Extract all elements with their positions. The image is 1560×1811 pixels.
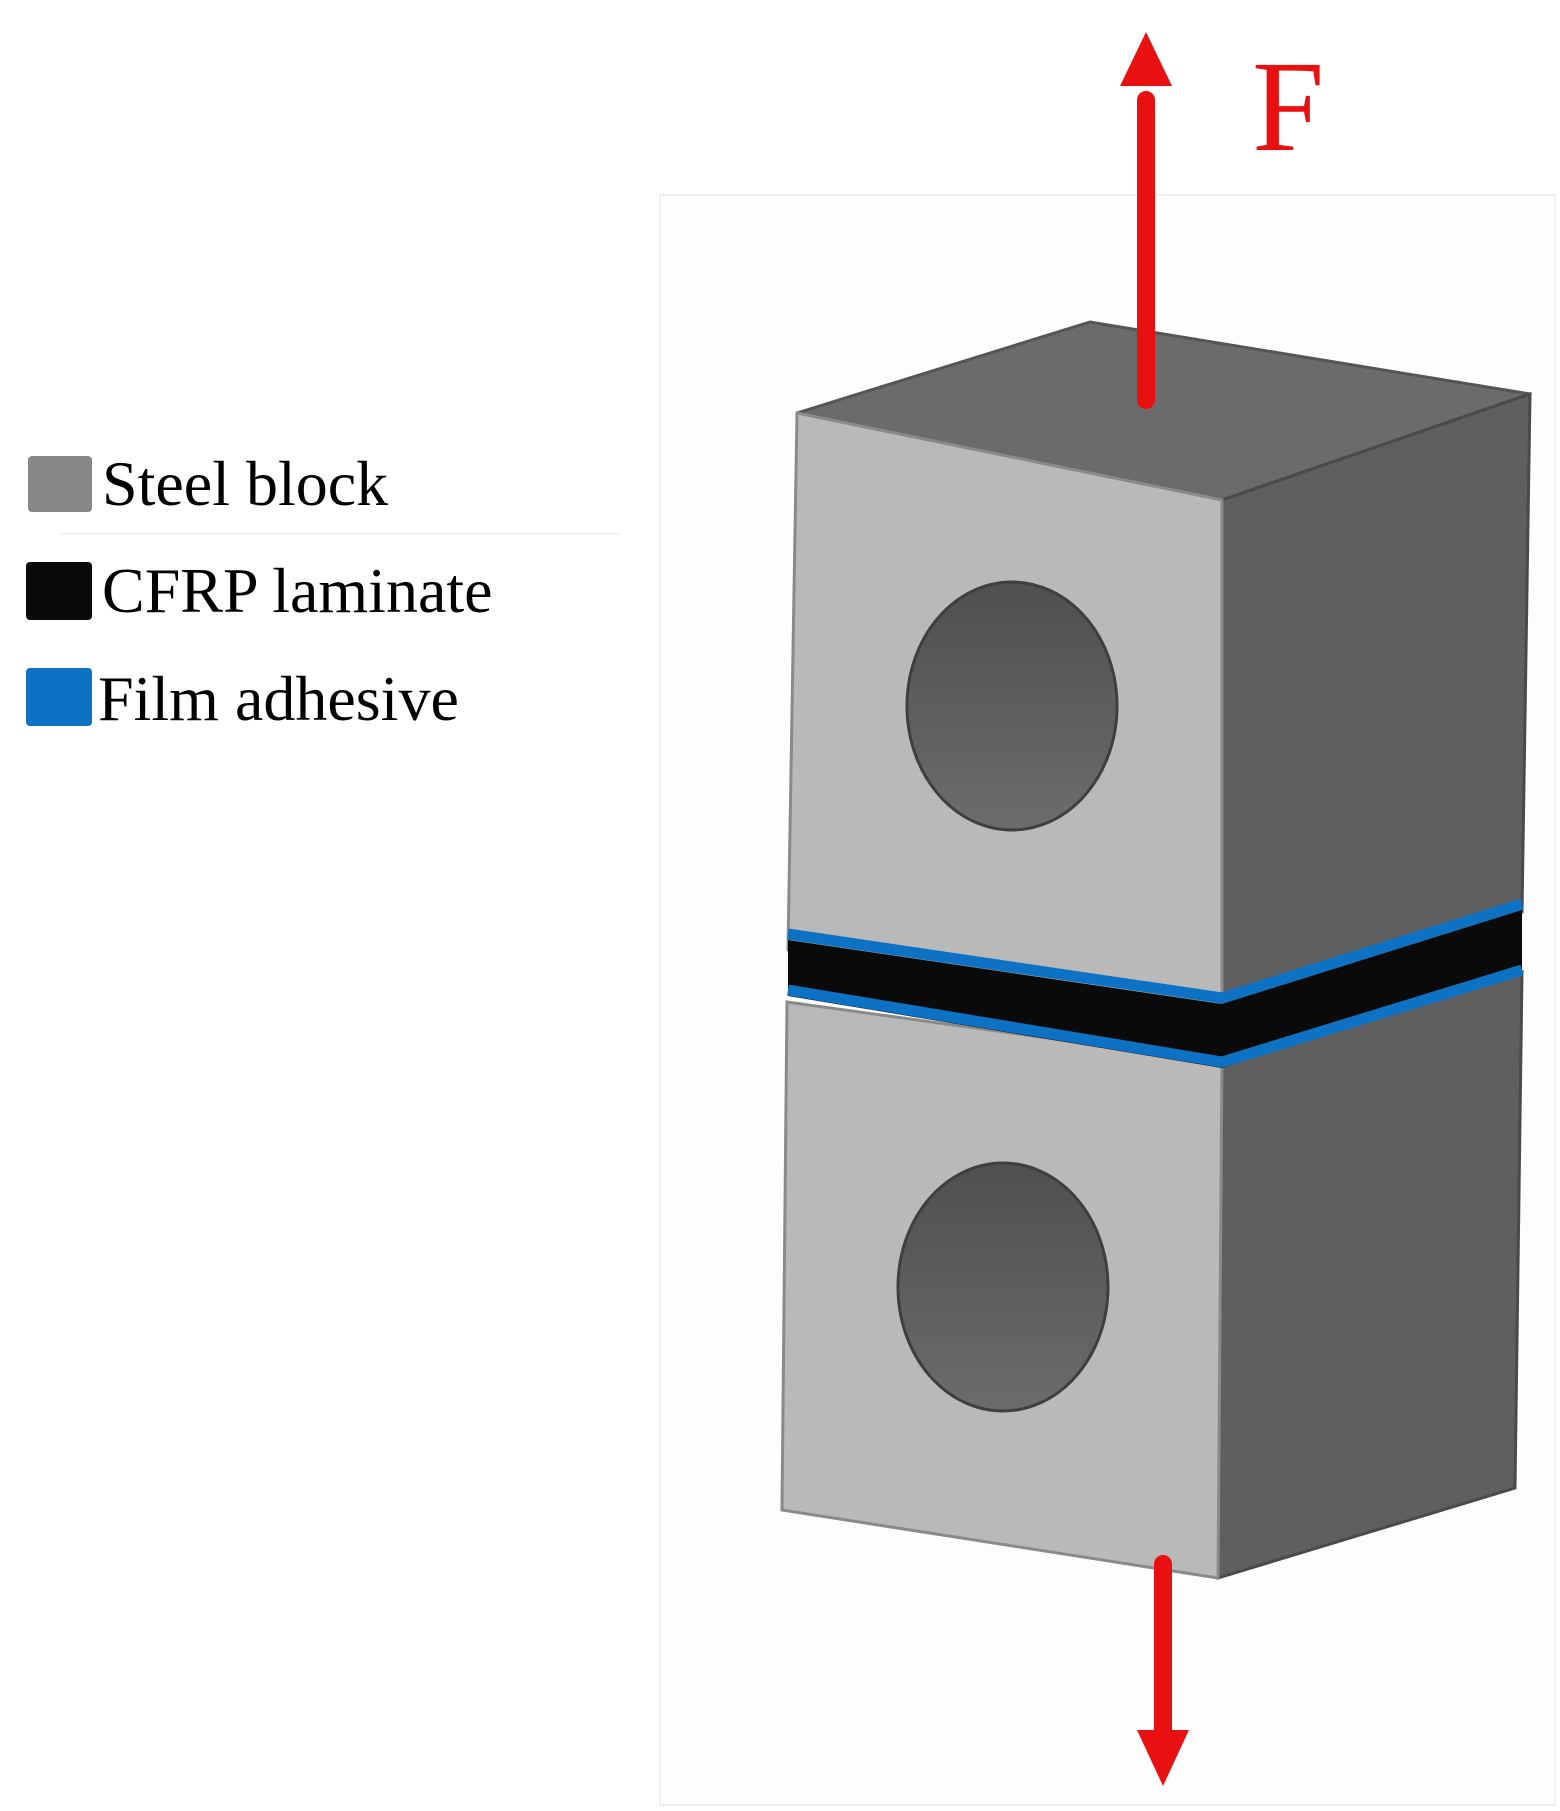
force-arrow-bottom-head	[1137, 1730, 1189, 1786]
lower-pin-hole	[896, 1161, 1110, 1413]
upper-steel-block	[786, 320, 1532, 1013]
legend-label-steel-block: Steel block	[102, 448, 388, 519]
legend-label-film-adhesive: Film adhesive	[98, 663, 459, 734]
film-adhesive-swatch	[26, 668, 92, 726]
upper-pin-hole	[905, 580, 1119, 832]
lower-steel-block	[780, 969, 1524, 1581]
film-adhesive-upper	[787, 898, 1524, 1004]
legend: Steel block CFRP laminate Film adhesive	[26, 448, 620, 734]
cfrp-laminate-swatch	[26, 562, 92, 620]
lower-block-side-face	[1216, 969, 1524, 1581]
legend-item-cfrp-laminate: CFRP laminate	[26, 555, 493, 626]
legend-item-steel-block: Steel block	[28, 448, 388, 519]
force-arrows: F	[1120, 32, 1324, 1786]
legend-item-film-adhesive: Film adhesive	[26, 663, 459, 734]
force-label: F	[1252, 35, 1324, 179]
film-adhesive-lower	[787, 964, 1524, 1068]
bonded-joint	[787, 898, 1524, 1068]
steel-block-swatch	[28, 456, 92, 512]
legend-label-cfrp-laminate: CFRP laminate	[102, 555, 493, 626]
force-arrow-top-head	[1120, 32, 1172, 86]
